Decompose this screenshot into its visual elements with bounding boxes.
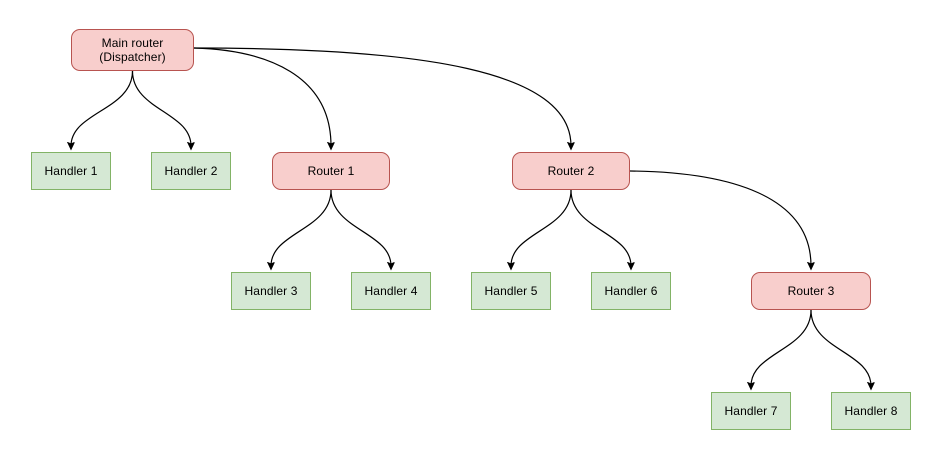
node-label-handler-5: Handler 5: [484, 284, 538, 298]
edge-main-to-router-1: [193, 47, 331, 146]
node-handler-7[interactable]: Handler 7: [711, 392, 791, 430]
edge-router-2-to-handler-5: [511, 189, 572, 266]
node-router-2[interactable]: Router 2: [512, 152, 630, 190]
node-label-router-1: Router 1: [307, 164, 355, 178]
node-label-router-2: Router 2: [547, 164, 595, 178]
node-label-handler-8: Handler 8: [844, 404, 898, 418]
edge-router-3-to-handler-7: [751, 309, 812, 386]
node-router-1[interactable]: Router 1: [272, 152, 390, 190]
edges-group: [71, 47, 871, 386]
node-label-handler-1: Handler 1: [44, 164, 98, 178]
node-handler-4[interactable]: Handler 4: [351, 272, 431, 310]
node-handler-2[interactable]: Handler 2: [151, 152, 231, 190]
edge-router-1-to-handler-3: [271, 189, 332, 266]
node-main-router[interactable]: Main router (Dispatcher): [71, 29, 194, 71]
edge-router-1-to-handler-4: [330, 189, 391, 266]
node-router-3[interactable]: Router 3: [751, 272, 871, 310]
edge-main-to-router-2: [193, 47, 571, 146]
node-handler-6[interactable]: Handler 6: [591, 272, 671, 310]
edge-main-to-handler-2: [131, 70, 192, 146]
node-label-handler-4: Handler 4: [364, 284, 418, 298]
node-label-handler-3: Handler 3: [244, 284, 298, 298]
node-label-router-3: Router 3: [787, 284, 835, 298]
edge-router-2-to-handler-6: [570, 189, 631, 266]
node-label-handler-7: Handler 7: [724, 404, 778, 418]
edge-router-3-to-handler-8: [810, 309, 871, 386]
node-label-main-router: Main router (Dispatcher): [99, 36, 166, 64]
edge-router-2-to-router-3: [629, 170, 811, 266]
node-handler-5[interactable]: Handler 5: [471, 272, 551, 310]
edge-main-to-handler-1: [71, 70, 134, 146]
node-label-handler-6: Handler 6: [604, 284, 658, 298]
node-handler-1[interactable]: Handler 1: [31, 152, 111, 190]
node-handler-3[interactable]: Handler 3: [231, 272, 311, 310]
node-handler-8[interactable]: Handler 8: [831, 392, 911, 430]
node-label-handler-2: Handler 2: [164, 164, 218, 178]
